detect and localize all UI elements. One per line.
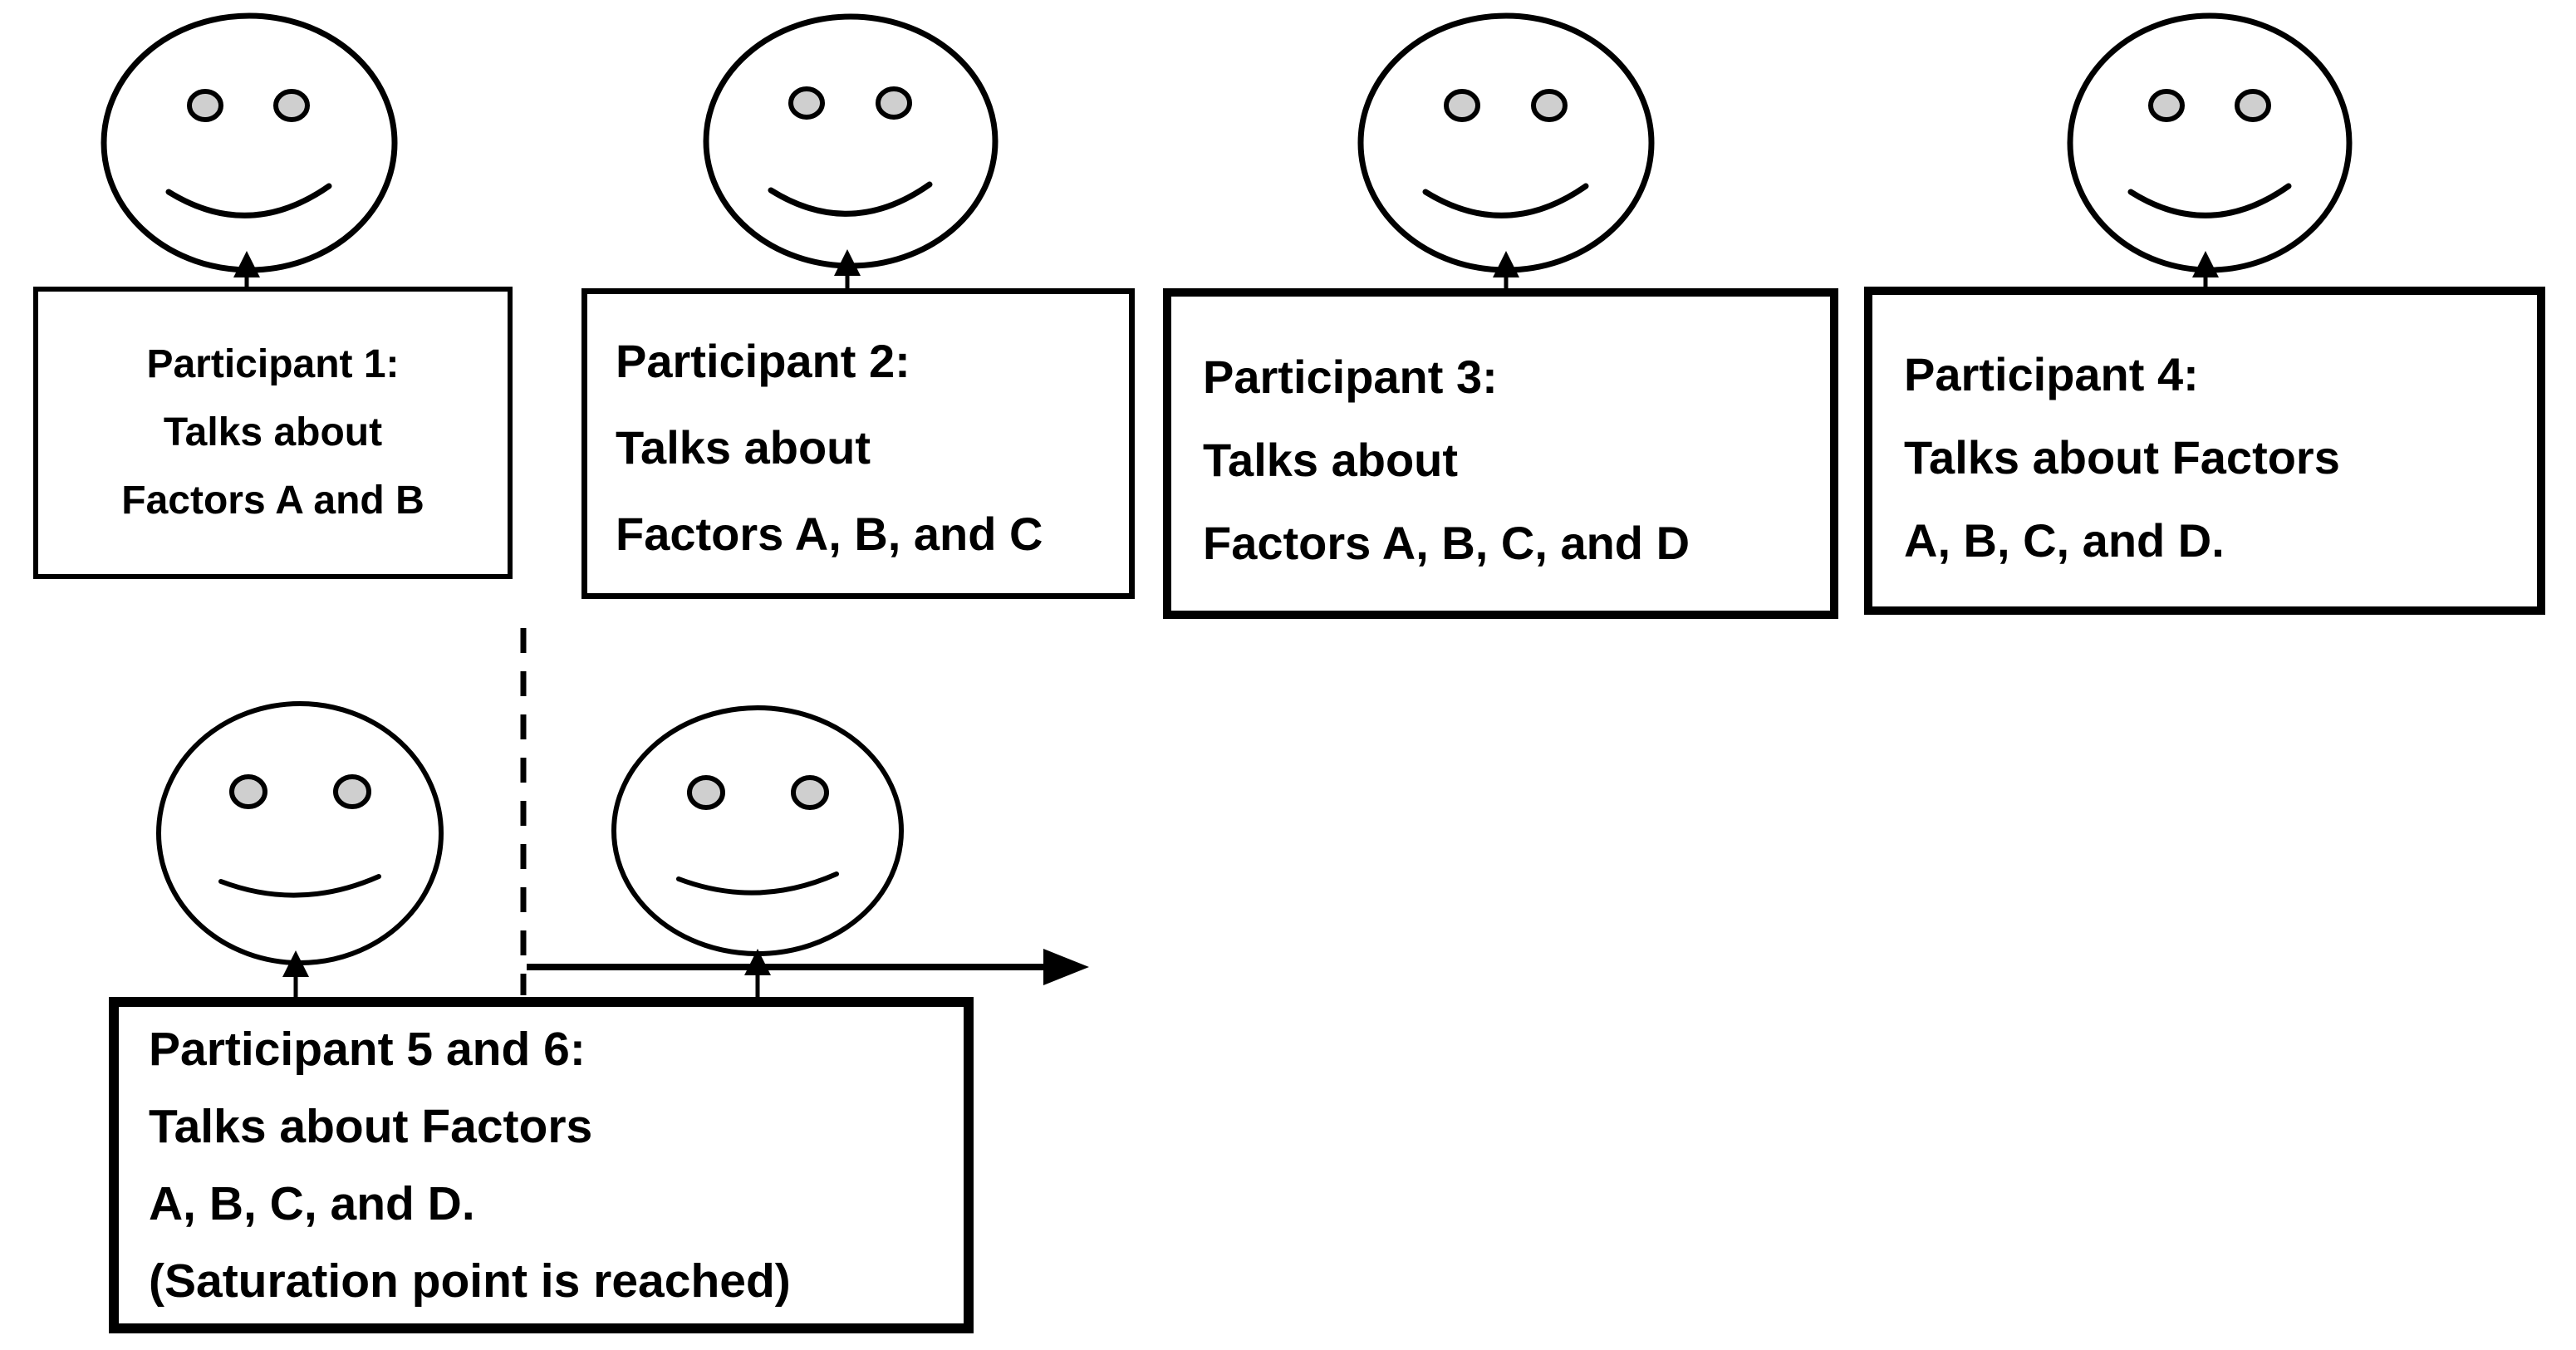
participant-5-6-text: Talks about Factors (149, 1099, 593, 1153)
participant-1-title: Participant 1: (146, 342, 400, 386)
participant-1-text: Talks about (163, 410, 383, 454)
smiley-face-icon (156, 701, 444, 965)
saturation-note: (Saturation point is reached) (149, 1254, 791, 1308)
participant-5-6-text: A, B, C, and D. (149, 1176, 475, 1230)
smiley-face-icon (2067, 12, 2353, 273)
participant-1-text: Factors A and B (121, 479, 424, 523)
participant-4-box: Participant 4: Talks about Factors A, B,… (1864, 287, 2545, 615)
participant-5-6-box: Participant 5 and 6: Talks about Factors… (109, 997, 974, 1333)
up-arrow-icon (744, 949, 771, 1002)
participant-1-box: Participant 1: Talks about Factors A and… (33, 287, 513, 579)
participant-5-6-title: Participant 5 and 6: (149, 1022, 586, 1076)
participant-4-text: Talks about Factors (1904, 430, 2340, 484)
participant-2-box: Participant 2: Talks about Factors A, B,… (581, 288, 1135, 599)
participant-4-text: A, B, C, and D. (1904, 513, 2225, 567)
right-arrow (527, 949, 1089, 985)
participant-3-title: Participant 3: (1203, 351, 1498, 403)
smiley-face-icon (101, 12, 398, 273)
participant-2-title: Participant 2: (616, 335, 910, 387)
participant-3-text: Factors A, B, C, and D (1203, 517, 1690, 569)
participant-2-text: Factors A, B, and C (616, 508, 1043, 560)
smiley-face-icon (611, 705, 904, 956)
up-arrow-icon (282, 950, 309, 1002)
participant-2-text: Talks about (616, 421, 871, 474)
smiley-face-icon (703, 13, 999, 269)
participant-3-box: Participant 3: Talks about Factors A, B,… (1163, 288, 1838, 619)
smiley-face-icon (1357, 12, 1655, 273)
participant-4-title: Participant 4: (1904, 347, 2199, 400)
participant-3-text: Talks about (1203, 434, 1459, 486)
